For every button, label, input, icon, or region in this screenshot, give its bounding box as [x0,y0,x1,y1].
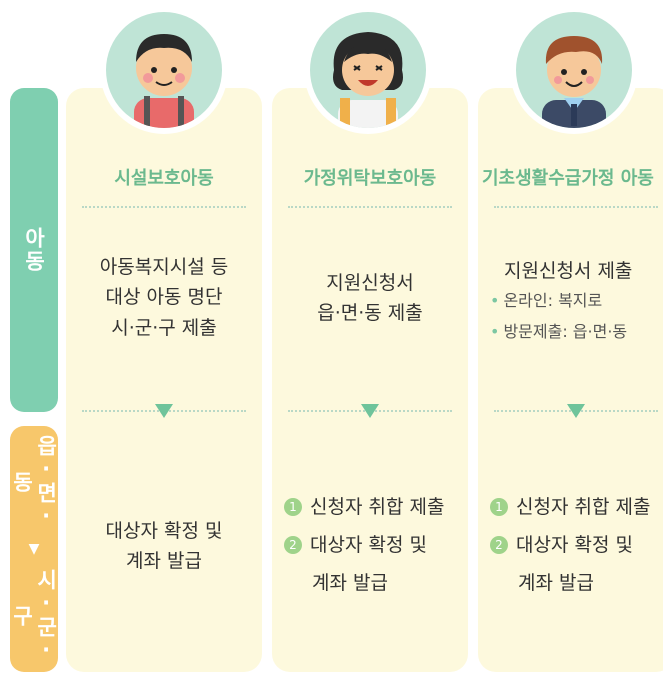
facility-child-line-3: 시·군·구 제출 [111,316,217,339]
divider [288,206,452,208]
avatar-basic-livelihood-child [510,6,638,134]
column-foster [272,88,468,672]
step-text: 신청자 취합 제출 [310,496,445,518]
basic-child-bullet-2: •방문제출: 읍·면·동 [490,317,663,347]
down-arrow-icon [567,404,585,418]
bullet-text: 온라인: 복지로 [503,291,603,311]
column-facility [66,88,262,672]
avatar-foster-child [304,6,432,134]
facility-office-line-2: 계좌 발급 [126,550,202,573]
down-arrow-icon [155,404,173,418]
bullet-text: 방문제출: 읍·면·동 [503,321,628,341]
office-row-label-lower: 시·군·구 [10,569,59,664]
divider [82,206,246,208]
column-title-basic-livelihood: 기초생활수급가정 아동 [482,168,654,189]
step-item: 2 대상자 확정 및 [490,526,650,564]
child-row-label-text: 아동 [22,227,47,273]
step-number-1: 1 [490,498,508,516]
step-text: 대상자 확정 및 [516,534,633,556]
foster-child-line-1: 지원신청서 [326,272,414,294]
step-text: 대상자 확정 및 [310,534,427,556]
column-title-foster: 가정위탁보호아동 [303,168,437,189]
foster-office-steps: 1 신청자 취합 제출 2 대상자 확정 및 계좌 발급 [284,488,444,602]
facility-office-line-1: 대상자 확정 및 [105,520,223,542]
bullet-dot-icon: • [490,321,500,341]
foster-child-text: 지원신청서 읍·면·동 제출 [272,268,468,329]
facility-child-line-1: 아동복지시설 등 [99,256,229,278]
facility-child-text: 아동복지시설 등 대상 아동 명단 시·군·구 제출 [66,252,262,343]
avatar-facility-child [100,6,228,134]
basic-child-heading: 지원신청서 제출 [504,260,633,282]
facility-office-text: 대상자 확정 및 계좌 발급 [66,516,262,577]
foster-child-line-2: 읍·면·동 제출 [317,302,423,325]
column-basic-livelihood [478,88,663,672]
step-item: 1 신청자 취합 제출 [284,488,444,526]
column-title-facility: 시설보호아동 [114,168,214,189]
office-row-label-upper: 읍·면·동 [10,434,59,529]
child-row-label: 아동 [10,88,58,412]
bullet-dot-icon: • [490,291,500,311]
divider [494,206,658,208]
down-triangle-icon: ▼ [28,540,40,557]
step-item: 1 신청자 취합 제출 [490,488,650,526]
step-number-2: 2 [490,536,508,554]
step-text: 신청자 취합 제출 [516,496,651,518]
basic-office-steps: 1 신청자 취합 제출 2 대상자 확정 및 계좌 발급 [490,488,650,602]
basic-child-bullet-1: •온라인: 복지로 [490,286,663,316]
facility-child-line-2: 대상 아동 명단 [105,286,223,309]
step-number-2: 2 [284,536,302,554]
basic-child-text: 지원신청서 제출 •온라인: 복지로 •방문제출: 읍·면·동 [490,256,663,347]
down-arrow-icon [361,404,379,418]
step-tail: 계좌 발급 [312,572,388,594]
step-item: 2 대상자 확정 및 [284,526,444,564]
step-number-1: 1 [284,498,302,516]
step-tail: 계좌 발급 [518,572,594,594]
office-row-label: 읍·면·동 ▼ 시·군·구 [10,426,58,672]
